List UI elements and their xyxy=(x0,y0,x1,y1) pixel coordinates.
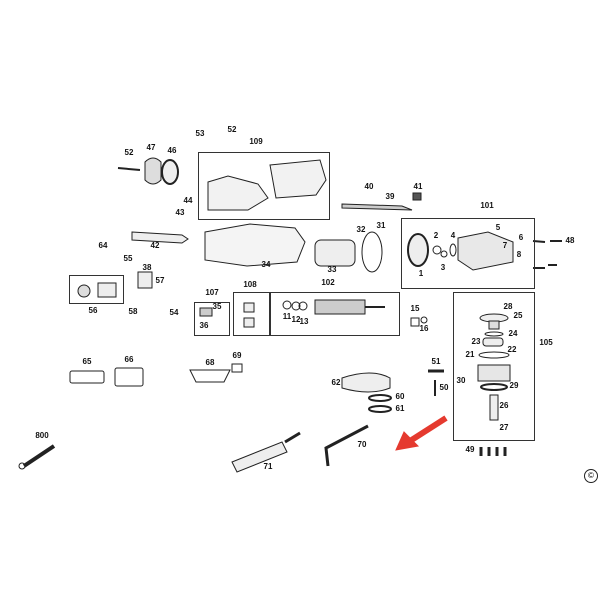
part-label: 47 xyxy=(146,143,156,152)
part-label: 39 xyxy=(385,192,395,201)
part-label: 32 xyxy=(356,225,366,234)
part-label: 41 xyxy=(413,182,423,191)
part-label: 36 xyxy=(199,321,209,330)
group-box-107 xyxy=(194,302,230,336)
part-label: 52 xyxy=(124,148,134,157)
part-label: 68 xyxy=(205,358,215,367)
part-label: 21 xyxy=(465,350,475,359)
part-label: 40 xyxy=(364,182,374,191)
part-label: 64 xyxy=(98,241,108,250)
part-label: 25 xyxy=(513,311,523,320)
part-label: 57 xyxy=(155,276,165,285)
part-label: 11 xyxy=(282,312,292,321)
part-label: 54 xyxy=(169,308,179,317)
group-box-101 xyxy=(401,218,535,289)
part-label: 27 xyxy=(499,423,509,432)
group-box-105 xyxy=(453,292,535,441)
part-label: 50 xyxy=(439,383,449,392)
part-label: 109 xyxy=(249,137,263,146)
part-label: 108 xyxy=(243,280,257,289)
part-label: 22 xyxy=(507,345,517,354)
part-label: 71 xyxy=(263,462,273,471)
part-label: 7 xyxy=(502,241,508,250)
part-label: 42 xyxy=(150,241,160,250)
group-box-108 xyxy=(233,292,270,336)
part-label: 38 xyxy=(142,263,152,272)
group-box-56 xyxy=(69,275,124,304)
part-label: 2 xyxy=(433,231,439,240)
part-label: 33 xyxy=(327,265,337,274)
part-label: 44 xyxy=(183,196,193,205)
part-label: 69 xyxy=(232,351,242,360)
red-arrow-icon xyxy=(395,415,448,451)
part-label: 52 xyxy=(227,125,237,134)
part-label: 66 xyxy=(124,355,134,364)
part-label: 61 xyxy=(395,404,405,413)
part-label: 31 xyxy=(376,221,386,230)
part-label: 58 xyxy=(128,307,138,316)
part-label: 16 xyxy=(419,324,429,333)
part-label: 800 xyxy=(35,431,49,440)
part-label: 107 xyxy=(205,288,219,297)
part-label: 105 xyxy=(539,338,553,347)
part-label: 24 xyxy=(508,329,518,338)
copyright-mark: © xyxy=(584,469,598,483)
part-label: 55 xyxy=(123,254,133,263)
part-label: 102 xyxy=(321,278,335,287)
part-label: 29 xyxy=(509,381,519,390)
part-label: 60 xyxy=(395,392,405,401)
part-label: 15 xyxy=(410,304,420,313)
part-label: 34 xyxy=(261,260,271,269)
part-label: 56 xyxy=(88,306,98,315)
part-label: 28 xyxy=(503,302,513,311)
part-label: 35 xyxy=(212,302,222,311)
part-label: 49 xyxy=(465,445,475,454)
part-label: 26 xyxy=(499,401,509,410)
part-label: 65 xyxy=(82,357,92,366)
part-label: 101 xyxy=(480,201,494,210)
part-label: 30 xyxy=(456,376,466,385)
part-label: 3 xyxy=(440,263,446,272)
part-label: 62 xyxy=(331,378,341,387)
group-box-109 xyxy=(198,152,330,220)
part-label: 8 xyxy=(516,250,522,259)
part-label: 13 xyxy=(299,317,309,326)
part-label: 23 xyxy=(471,337,481,346)
part-label: 1 xyxy=(418,269,424,278)
part-label: 5 xyxy=(495,223,501,232)
part-label: 46 xyxy=(167,146,177,155)
part-label: 6 xyxy=(518,233,524,242)
group-box-102 xyxy=(270,292,400,336)
part-label: 12 xyxy=(291,315,301,324)
part-label: 70 xyxy=(357,440,367,449)
part-label: 51 xyxy=(431,357,441,366)
part-label: 4 xyxy=(450,231,456,240)
part-label: 43 xyxy=(175,208,185,217)
part-label: 48 xyxy=(565,236,575,245)
part-label: 53 xyxy=(195,129,205,138)
